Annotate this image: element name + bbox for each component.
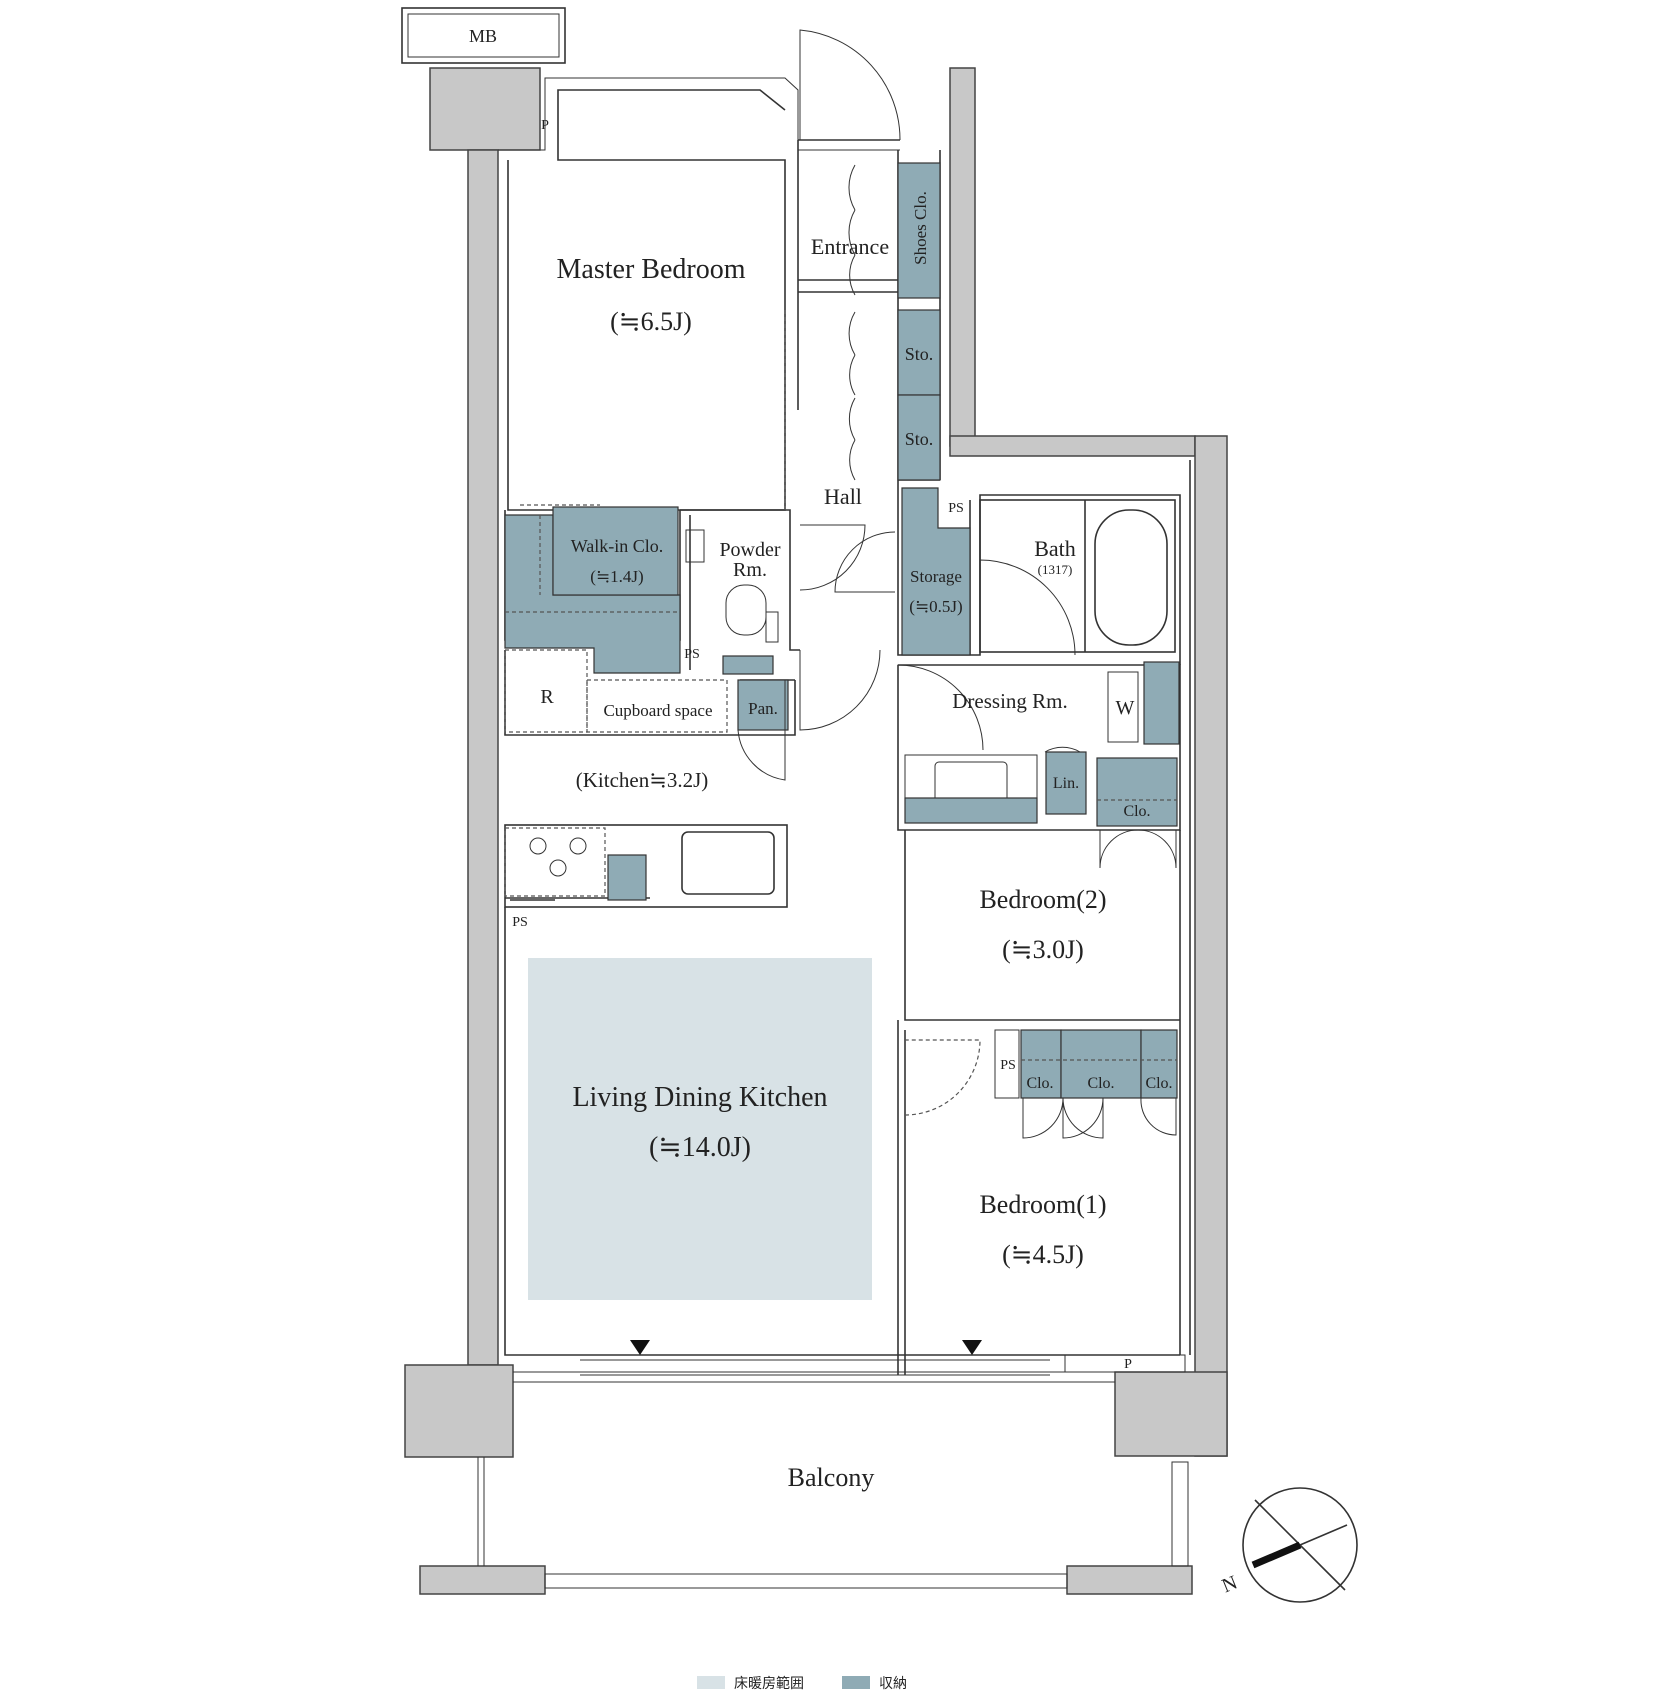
toilet-bowl <box>725 584 767 636</box>
storage-label-2: Sto. <box>905 429 934 449</box>
legend-storage-swatch <box>842 1676 870 1689</box>
linen-label: Lin. <box>1053 775 1079 792</box>
bedroom2-name: Bedroom(2) <box>979 885 1106 914</box>
shoes-closet-label: Shoes Clo. <box>911 191 930 265</box>
stove-burner <box>529 837 547 855</box>
bedroom2-size: (≒3.0J) <box>1002 935 1084 964</box>
storage-label-1: Sto. <box>905 344 934 364</box>
dashed-outlines <box>504 310 1177 1061</box>
balcony-label: Balcony <box>788 1463 875 1492</box>
stove-burner <box>549 859 567 877</box>
ps-label: PS <box>1000 1058 1016 1073</box>
ldk-name: Living Dining Kitchen <box>572 1082 827 1113</box>
kitchen-sink <box>681 831 775 895</box>
walk-in-closet-name: Walk-in Clo. <box>571 536 664 556</box>
bedroom1-closet-label: Clo. <box>1026 1075 1053 1092</box>
master-bedroom-size: (≒6.5J) <box>610 307 692 336</box>
floor-heating-area <box>528 958 872 1300</box>
ps-label: PS <box>684 647 700 662</box>
storage-areas <box>504 162 1180 1099</box>
bedroom1-size: (≒4.5J) <box>1002 1240 1084 1269</box>
entrance-label: Entrance <box>811 234 889 259</box>
doors <box>737 29 1177 1139</box>
compass-north-label: N <box>1219 1572 1241 1598</box>
legend: 床暖房範囲 収納 <box>697 1675 907 1692</box>
compass: N <box>1219 1487 1358 1603</box>
fixtures <box>529 529 1139 895</box>
kitchen-label: (Kitchen≒3.2J) <box>576 768 708 792</box>
bath-name: Bath <box>1034 536 1076 561</box>
powder-room-line1: Powder <box>719 539 780 561</box>
ldk-size: (≒14.0J) <box>649 1132 751 1163</box>
refrigerator-label: R <box>540 686 554 708</box>
bedroom1-closet-label: Clo. <box>1145 1075 1172 1092</box>
bath-size: (1317) <box>1038 562 1073 577</box>
dressing-closet-label: Clo. <box>1123 803 1150 820</box>
stove-burner <box>569 837 587 855</box>
powder-sink <box>685 529 705 563</box>
window-marker <box>630 1340 650 1355</box>
washer-box <box>1107 671 1139 743</box>
room-labels: Master Bedroom (≒6.5J) Entrance Shoes Cl… <box>512 118 1172 1492</box>
toilet-tank <box>765 611 779 643</box>
interior-walls <box>477 77 1191 1589</box>
ps-label: PS <box>512 915 528 930</box>
powder-room-line2: Rm. <box>733 559 767 581</box>
cupboard-space-label: Cupboard space <box>603 701 712 720</box>
pipe-label: P <box>1124 1357 1132 1372</box>
dressing-room-label: Dressing Rm. <box>952 689 1068 713</box>
bedroom1-closet-label: Clo. <box>1087 1075 1114 1092</box>
washer-label: W <box>1116 697 1135 719</box>
window-marker <box>962 1340 982 1355</box>
structural-walls <box>404 67 1228 1595</box>
legend-floor-heating-swatch <box>697 1676 725 1689</box>
storage-room-size: (≒0.5J) <box>909 597 962 616</box>
pantry-label: Pan. <box>748 699 778 718</box>
meter-box: MB <box>401 7 566 64</box>
legend-storage-label: 収納 <box>879 1676 907 1692</box>
bedroom1-name: Bedroom(1) <box>979 1190 1106 1219</box>
walk-in-closet-size: (≒1.4J) <box>590 567 643 586</box>
legend-floor-heating-label: 床暖房範囲 <box>734 1675 804 1692</box>
master-bedroom-name: Master Bedroom <box>557 254 746 285</box>
pipe-label: P <box>541 118 549 133</box>
ps-label: PS <box>948 501 964 516</box>
hall-label: Hall <box>824 484 862 509</box>
meter-box-label: MB <box>469 26 497 46</box>
storage-room-name: Storage <box>910 567 962 586</box>
